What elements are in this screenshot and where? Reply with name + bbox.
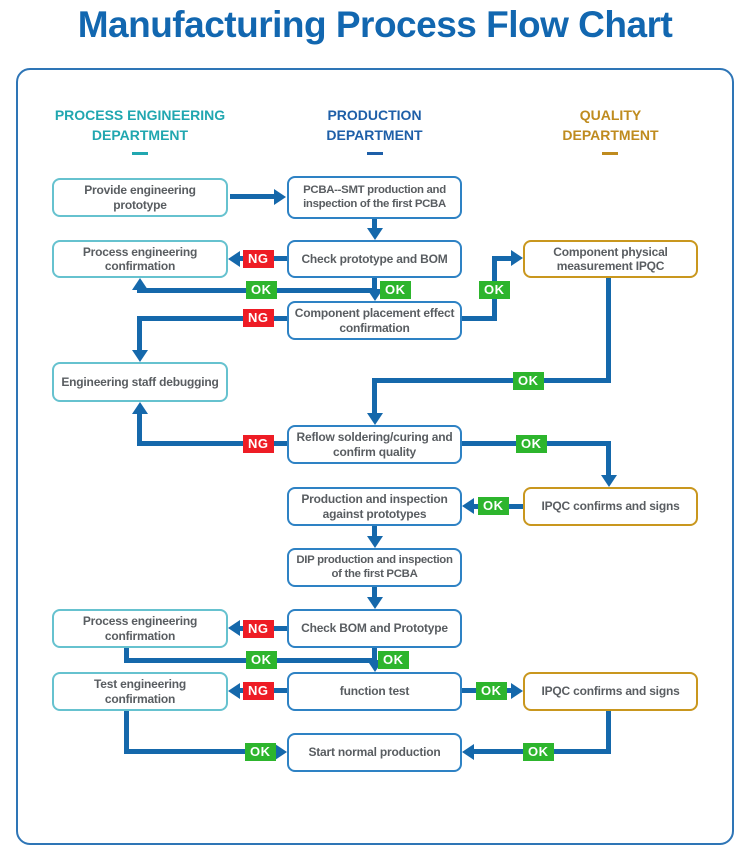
node-component-physical-measurement-ipqc: Component physical measurement IPQC [523,240,698,278]
flow-line [140,316,287,321]
column-header-quality: QUALITY DEPARTMENT [523,105,698,145]
flow-line [137,316,142,352]
column-header-production: PRODUCTION DEPARTMENT [287,105,462,145]
node-component-placement-effect-confirmation: Component placement effect confirmation [287,301,462,340]
arrow-head-down [367,228,383,240]
arrow-head-right [275,744,287,760]
flow-line [372,648,377,661]
ng-badge: NG [243,435,274,453]
flow-line [124,749,275,754]
ok-badge: OK [478,497,509,515]
header-underline [602,152,618,155]
ok-badge: OK [476,682,507,700]
arrow-head-right [511,683,523,699]
flow-line [372,378,377,415]
ok-badge: OK [523,743,554,761]
arrow-head-right [274,189,286,205]
node-ipqc-confirms-and-signs-1: IPQC confirms and signs [523,487,698,526]
arrow-head-left [228,683,240,699]
flow-line [372,587,377,599]
node-start-normal-production: Start normal production [287,733,462,772]
arrow-head-left [228,620,240,636]
node-production-inspection-against-prototypes: Production and inspection against protot… [287,487,462,526]
ok-badge: OK [246,651,277,669]
arrow-head-down [367,536,383,548]
column-header-line1: PRODUCTION [327,107,422,123]
node-process-engineering-confirmation-2: Process engineering confirmation [52,609,228,648]
flow-line [372,217,377,230]
page-title: Manufacturing Process Flow Chart [77,4,673,45]
arrow-head-left [462,498,474,514]
arrow-head-left [228,251,240,267]
column-header-process-engineering: PROCESS ENGINEERING DEPARTMENT [52,105,228,145]
ok-badge: OK [479,281,510,299]
flow-line [137,414,142,446]
flow-line [606,441,611,477]
node-pcba-smt-production: PCBA--SMT production and inspection of t… [287,176,462,219]
flow-line [140,441,287,446]
arrow-head-up [132,278,148,290]
node-reflow-soldering-curing: Reflow soldering/curing and confirm qual… [287,425,462,464]
node-engineering-staff-debugging: Engineering staff debugging [52,362,228,402]
column-header-line1: PROCESS ENGINEERING [54,107,226,123]
flow-line [230,194,276,199]
column-header-line1: QUALITY [579,107,642,123]
ok-badge: OK [513,372,544,390]
arrow-head-down [601,475,617,487]
column-header-line2: DEPARTMENT [326,127,423,143]
node-dip-production-inspection: DIP production and inspection of the fir… [287,548,462,587]
header-underline [367,152,383,155]
ng-badge: NG [243,620,274,638]
arrow-head-down [367,597,383,609]
flow-line [606,711,611,754]
flow-line [497,256,511,261]
arrow-head-up [132,402,148,414]
arrow-head-left [462,744,474,760]
ng-badge: NG [243,682,274,700]
ng-badge: NG [243,309,274,327]
node-process-engineering-confirmation-1: Process engineering confirmation [52,240,228,278]
flow-line [124,711,129,754]
header-underline [132,152,148,155]
node-provide-engineering-prototype: Provide engineering prototype [52,178,228,217]
flow-line [124,648,129,662]
node-check-prototype-and-bom: Check prototype and BOM [287,240,462,278]
flow-line [372,526,377,538]
node-ipqc-confirms-and-signs-2: IPQC confirms and signs [523,672,698,711]
arrow-head-right [511,250,523,266]
flow-line [462,316,495,321]
column-header-line2: DEPARTMENT [562,127,659,143]
ok-badge: OK [378,651,409,669]
ok-badge: OK [245,743,276,761]
arrow-head-down [132,350,148,362]
flow-line [372,278,377,292]
column-header-line2: DEPARTMENT [91,127,189,143]
node-test-engineering-confirmation: Test engineering confirmation [52,672,228,711]
flow-line [372,378,611,383]
flow-line [606,278,611,383]
arrow-head-down [367,413,383,425]
ok-badge: OK [516,435,547,453]
node-check-bom-and-prototype: Check BOM and Prototype [287,609,462,648]
ok-badge: OK [246,281,277,299]
ok-badge: OK [380,281,411,299]
ng-badge: NG [243,250,274,268]
node-function-test: function test [287,672,462,711]
